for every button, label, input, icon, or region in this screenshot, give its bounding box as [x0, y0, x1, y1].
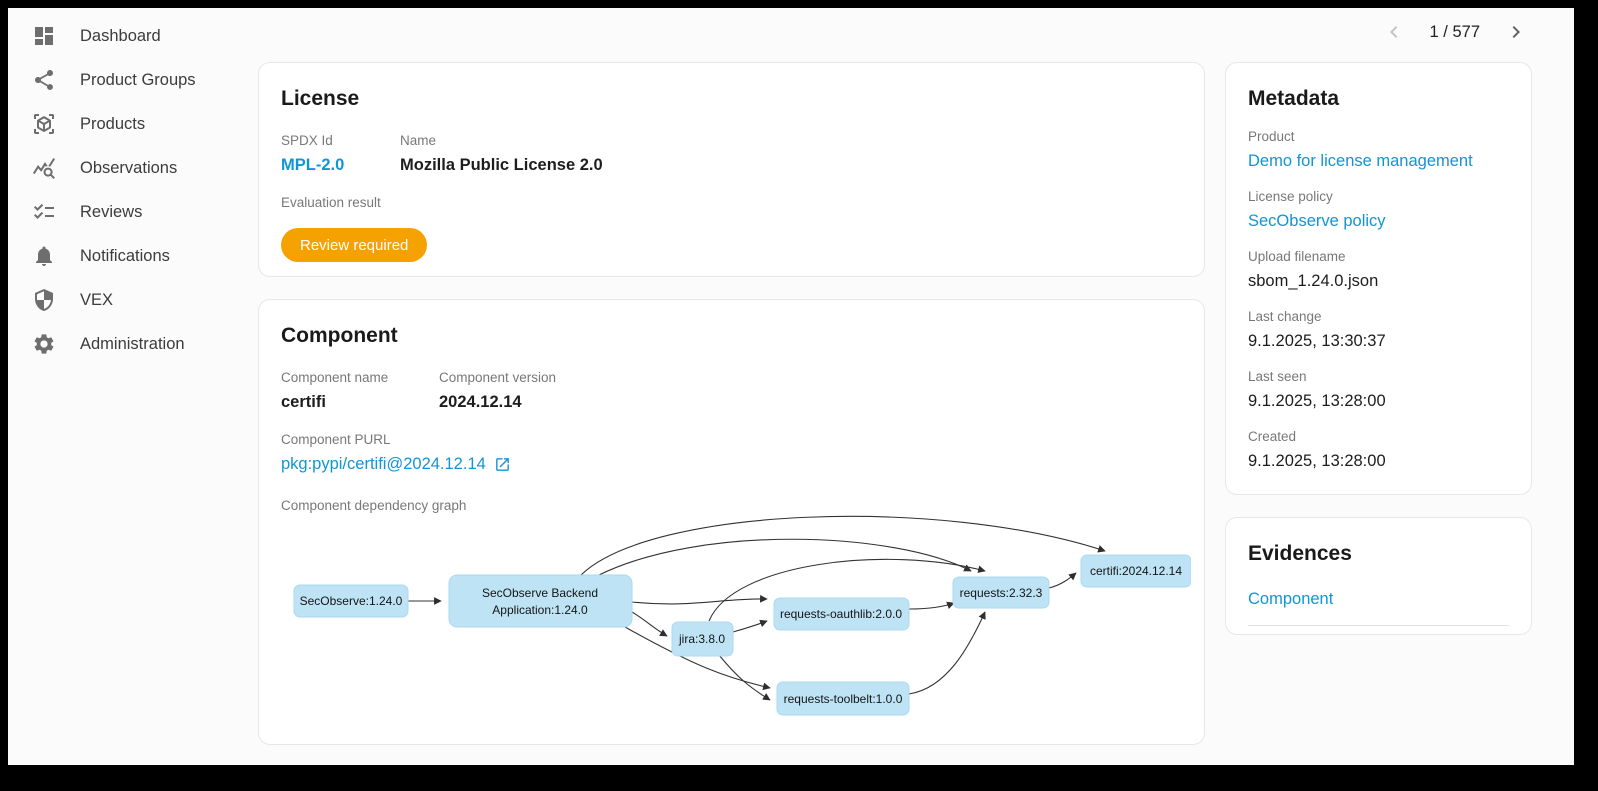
component-card-title: Component: [281, 324, 398, 347]
sidebar-item-label: VEX: [80, 290, 114, 309]
license-name-label: Name: [400, 133, 437, 148]
sidebar-item-label: Reviews: [80, 202, 143, 221]
created-value: 9.1.2025, 13:28:00: [1248, 452, 1386, 470]
component-name-label: Component name: [281, 370, 389, 385]
sidebar-item-label: Products: [80, 114, 146, 133]
svg-text:Application:1.24.0: Application:1.24.0: [492, 603, 588, 617]
license-name-value: Mozilla Public License 2.0: [400, 156, 603, 174]
bell-icon: [32, 244, 56, 268]
license-policy-label: License policy: [1248, 189, 1333, 204]
sidebar-item-observations[interactable]: Observations: [8, 146, 258, 190]
created-label: Created: [1248, 429, 1297, 444]
sidebar-item-dashboard[interactable]: Dashboard: [8, 14, 258, 58]
sidebar-item-notifications[interactable]: Notifications: [8, 234, 258, 278]
spdx-id-link[interactable]: MPL-2.0: [281, 156, 345, 174]
component-card: Component Component name certifi Compone…: [258, 299, 1205, 745]
last-change-value: 9.1.2025, 13:30:37: [1248, 332, 1386, 350]
sidebar-item-label: Dashboard: [80, 26, 161, 45]
license-card-title: License: [281, 87, 360, 110]
sidebar-item-label: Product Groups: [80, 70, 196, 89]
sidebar-item-label: Observations: [80, 158, 178, 177]
divider: [1248, 625, 1509, 626]
upload-filename-label: Upload filename: [1248, 249, 1346, 264]
evidences-card-title: Evidences: [1248, 542, 1352, 565]
svg-text:requests-oauthlib:2.0.0: requests-oauthlib:2.0.0: [780, 607, 902, 621]
open-in-new-icon[interactable]: [494, 456, 511, 473]
component-purl-link[interactable]: pkg:pypi/certifi@2024.12.14: [281, 455, 486, 473]
sidebar-item-vex[interactable]: VEX: [8, 278, 258, 322]
cube-ar-icon: [32, 112, 56, 136]
checklist-icon: [32, 200, 56, 224]
component-version-label: Component version: [439, 370, 557, 385]
metadata-card: Metadata Product Demo for license manage…: [1225, 62, 1532, 495]
graph-node-secobserve: SecObserve:1.24.0: [293, 584, 409, 618]
shield-icon: [32, 288, 56, 312]
record-count: 1 / 577: [1429, 22, 1480, 41]
record-pagination: 1 / 577: [1382, 20, 1528, 44]
share-icon: [32, 68, 56, 92]
sidebar-item-product-groups[interactable]: Product Groups: [8, 58, 258, 102]
upload-filename-value: sbom_1.24.0.json: [1248, 272, 1379, 290]
gear-icon: [32, 332, 56, 356]
evaluation-result-label: Evaluation result: [281, 195, 381, 210]
graph-node-certifi: certifi:2024.12.14: [1080, 554, 1191, 588]
svg-text:certifi:2024.12.14: certifi:2024.12.14: [1090, 564, 1182, 578]
svg-text:SecObserve Backend: SecObserve Backend: [482, 586, 598, 600]
dependency-graph-label: Component dependency graph: [281, 498, 467, 513]
app-window: Dashboard Product Groups Products Observ…: [8, 8, 1574, 765]
svg-text:requests-toolbelt:1.0.0: requests-toolbelt:1.0.0: [784, 692, 903, 706]
graph-node-requests-toolbelt: requests-toolbelt:1.0.0: [776, 681, 910, 716]
graph-node-requests-oauthlib: requests-oauthlib:2.0.0: [773, 597, 910, 631]
evidences-card: Evidences Component: [1225, 517, 1532, 635]
metadata-card-title: Metadata: [1248, 87, 1340, 110]
component-version-value: 2024.12.14: [439, 393, 522, 411]
last-change-label: Last change: [1248, 309, 1322, 324]
graph-node-jira: jira:3.8.0: [671, 621, 734, 657]
last-seen-value: 9.1.2025, 13:28:00: [1248, 392, 1386, 410]
dashboard-icon: [32, 24, 56, 48]
license-policy-link[interactable]: SecObserve policy: [1248, 212, 1386, 230]
component-purl-label: Component PURL: [281, 432, 391, 447]
svg-text:requests:2.32.3: requests:2.32.3: [960, 586, 1043, 600]
evaluation-result-badge: Review required: [281, 228, 428, 262]
product-label: Product: [1248, 129, 1295, 144]
component-name-value: certifi: [281, 393, 326, 411]
spdx-id-label: SPDX Id: [281, 133, 333, 148]
sidebar-item-products[interactable]: Products: [8, 102, 258, 146]
graph-node-backend: SecObserve Backend Application:1.24.0: [448, 574, 633, 628]
graph-edges: [408, 515, 1106, 701]
svg-text:jira:3.8.0: jira:3.8.0: [678, 632, 725, 646]
last-seen-label: Last seen: [1248, 369, 1307, 384]
graph-node-requests: requests:2.32.3: [952, 576, 1050, 609]
sidebar-item-label: Notifications: [80, 246, 170, 265]
svg-text:SecObserve:1.24.0: SecObserve:1.24.0: [300, 594, 403, 608]
chevron-right-icon[interactable]: [1504, 20, 1528, 44]
query-stats-icon: [32, 156, 56, 180]
sidebar-item-label: Administration: [80, 334, 185, 353]
dependency-graph[interactable]: SecObserve:1.24.0 SecObserve Backend App…: [281, 505, 1191, 740]
evidence-component-link[interactable]: Component: [1248, 590, 1334, 608]
license-card: License SPDX Id MPL-2.0 Name Mozilla Pub…: [258, 62, 1205, 277]
product-link[interactable]: Demo for license management: [1248, 152, 1473, 170]
sidebar: Dashboard Product Groups Products Observ…: [8, 14, 258, 366]
chevron-left-icon[interactable]: [1382, 20, 1406, 44]
sidebar-item-administration[interactable]: Administration: [8, 322, 258, 366]
sidebar-item-reviews[interactable]: Reviews: [8, 190, 258, 234]
